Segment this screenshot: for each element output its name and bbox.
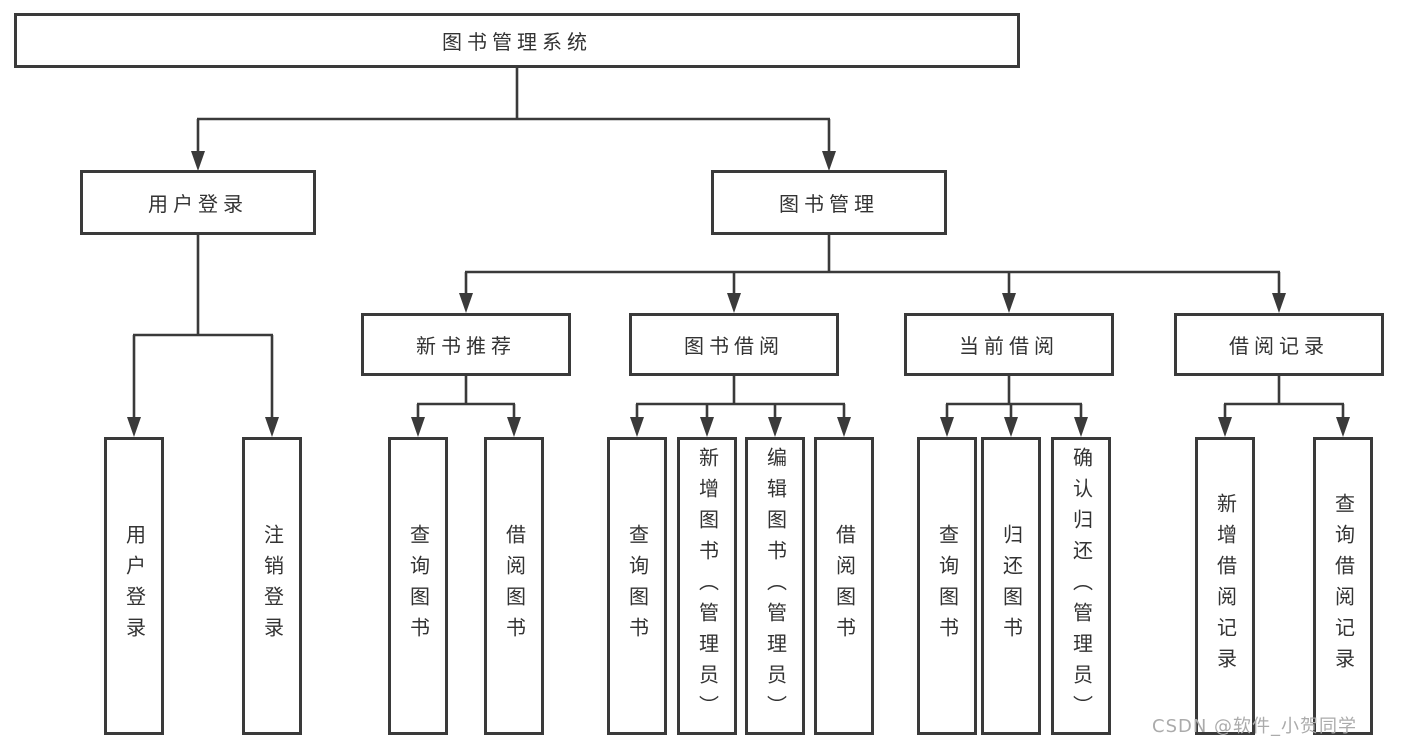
leaf-logout: 注销登录: [242, 437, 302, 735]
leaf-borrow-books: 借阅图书: [814, 437, 874, 735]
leaf-query-books-borrow: 查询图书: [607, 437, 667, 735]
node-new-book-recommend: 新书推荐: [361, 313, 571, 376]
tree-edges: [132, 68, 1345, 419]
leaf-query-books-current: 查询图书: [917, 437, 977, 735]
node-borrowing-records: 借阅记录: [1174, 313, 1384, 376]
leaf-edit-book-admin: 编辑图书（管理员）: [745, 437, 805, 735]
node-current-borrowing: 当前借阅: [904, 313, 1114, 376]
node-user-login: 用户登录: [80, 170, 316, 235]
node-book-borrowing: 图书借阅: [629, 313, 839, 376]
leaf-return-books: 归还图书: [981, 437, 1041, 735]
leaf-query-books-recommend: 查询图书: [388, 437, 448, 735]
leaf-user-login: 用户登录: [104, 437, 164, 735]
leaf-add-book-admin: 新增图书（管理员）: [677, 437, 737, 735]
node-book-management-system: 图书管理系统: [14, 13, 1020, 68]
leaf-query-borrow-record: 查询借阅记录: [1313, 437, 1373, 735]
leaf-add-borrow-record: 新增借阅记录: [1195, 437, 1255, 735]
node-book-management: 图书管理: [711, 170, 947, 235]
csdn-watermark: CSDN @软件_小贺同学: [1152, 716, 1358, 737]
leaf-confirm-return-admin: 确认归还（管理员）: [1051, 437, 1111, 735]
leaf-borrow-books-recommend: 借阅图书: [484, 437, 544, 735]
arrowheads: [127, 151, 1350, 437]
